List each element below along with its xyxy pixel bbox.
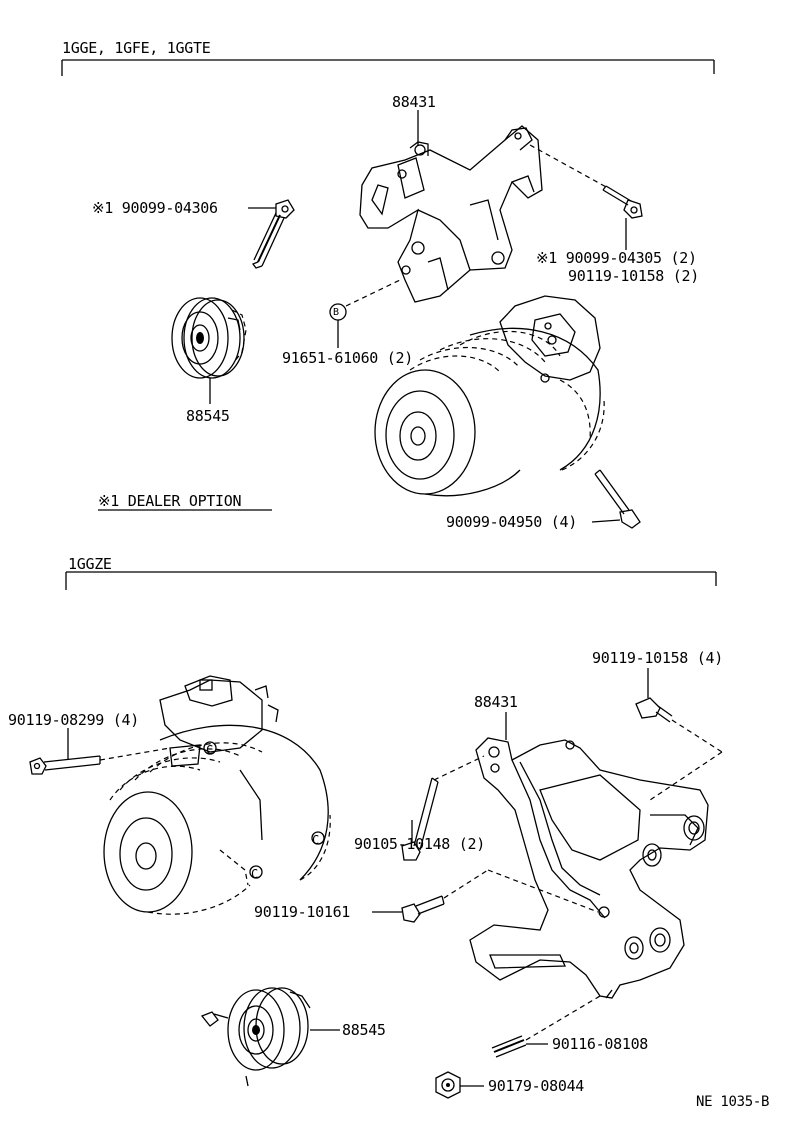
- part-label-top-long-bolt: 90099-04950 (4): [446, 513, 577, 531]
- compressor-marker-c-2: C: [312, 833, 319, 847]
- dash-bottom-bolt-lower-2: [487, 869, 599, 913]
- part-label-top-nut: 91651-61060 (2): [282, 349, 413, 367]
- dash-bottom-bolt-top-right-2: [649, 751, 723, 801]
- bottom-bracket-drawing: [469, 737, 709, 999]
- part-label-top-bracket: 88431: [392, 93, 436, 111]
- part-label-top-pulley: 88545: [186, 407, 230, 425]
- top-pulley-drawing: [171, 297, 247, 379]
- section-title-top: 1GGE, 1GFE, 1GGTE: [62, 39, 211, 57]
- top-long-bolt-drawing: [594, 469, 641, 529]
- compressor-marker-c-3: C: [251, 867, 258, 881]
- bottom-nut-drawing: [435, 1071, 461, 1099]
- mark-tick: [245, 1075, 249, 1087]
- bottom-stud-drawing: [491, 1035, 527, 1058]
- part-label-bottom-compressor-bolt: 90119-08299 (4): [8, 711, 139, 729]
- part-label-bottom-bracket: 88431: [474, 693, 518, 711]
- dash-top-bolt-right: [529, 144, 609, 189]
- bottom-pulley-drawing: [200, 987, 311, 1071]
- bottom-compressor-drawing: [103, 675, 331, 915]
- part-label-bottom-nut: 90179-08044: [488, 1077, 585, 1095]
- dash-nut-marker: [345, 279, 401, 307]
- section-title-bottom: 1GGZE: [68, 555, 112, 573]
- dealer-option-note: ※1 DEALER OPTION: [98, 492, 242, 510]
- part-label-top-bolt-right-2: 90119-10158 (2): [568, 267, 699, 285]
- leader-top-long-bolt: [591, 519, 621, 523]
- dash-bottom-bolt-lower-1: [443, 869, 489, 899]
- dash-bottom-bolt-top-right-1: [671, 719, 723, 753]
- part-label-bottom-pulley: 88545: [342, 1021, 386, 1039]
- footer-code: NE 1035-B: [696, 1094, 770, 1110]
- part-label-top-bolt-right-1: ※1 90099-04305 (2): [536, 249, 697, 267]
- bottom-bolt-top-right-drawing: [635, 697, 673, 723]
- part-label-bottom-bolt-top-right: 90119-10158 (4): [592, 649, 723, 667]
- part-label-top-bolt-left: ※1 90099-04306: [92, 199, 218, 217]
- top-bolt-left-drawing: [251, 199, 295, 269]
- top-bolt-right-drawing: [602, 185, 643, 219]
- top-section-frame: [61, 59, 715, 76]
- top-bracket-drawing: [359, 125, 543, 303]
- part-label-bottom-bolt-lower: 90119-10161: [254, 903, 351, 921]
- part-label-bottom-stud: 90116-08108: [552, 1035, 649, 1053]
- bottom-bolt-lower-drawing: [401, 895, 445, 923]
- top-compressor-drawing: [374, 295, 605, 497]
- nut-marker-letter: B: [333, 307, 339, 318]
- dash-bottom-stud: [525, 995, 601, 1041]
- dash-bottom-compressor-bolt: [99, 747, 171, 761]
- dash-bottom-bolt-mid: [433, 755, 485, 781]
- bottom-section-frame: [65, 571, 717, 590]
- part-label-bottom-bolt-mid: 90105-10148 (2): [354, 835, 485, 853]
- compressor-marker-c-1: C: [206, 743, 213, 757]
- bottom-compressor-bolt-drawing: [29, 755, 101, 775]
